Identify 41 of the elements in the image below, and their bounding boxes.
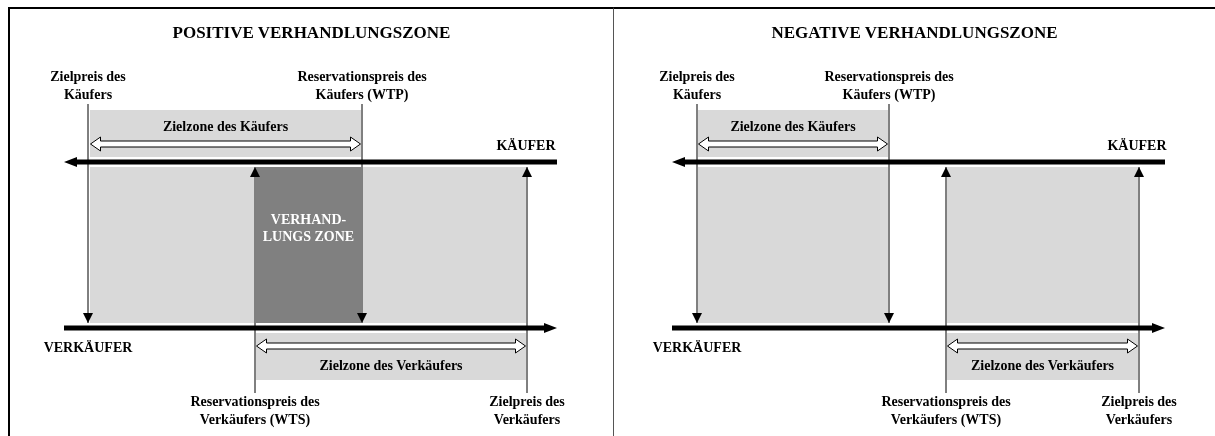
zone-band (90, 110, 361, 157)
shaded-area (363, 167, 526, 323)
price-label: Zielpreis des Verkäufers (1089, 393, 1189, 429)
arrow (884, 103, 894, 324)
arrow (941, 166, 951, 394)
price-label: Reservationspreis des Verkäufers (WTS) (175, 393, 335, 429)
price-label: Reservationspreis des Käufers (WTP) (282, 68, 442, 104)
axis-arrow (64, 323, 557, 333)
arrow (357, 103, 367, 324)
axis-label: KÄUFER (1106, 137, 1168, 155)
axis-label: VERKÄUFER (42, 339, 134, 357)
arrow (83, 103, 93, 324)
axis-arrow (672, 157, 1165, 167)
axis-label: KÄUFER (495, 137, 557, 155)
zone-band (256, 333, 526, 380)
diagram-panel (8, 7, 614, 436)
price-label: Zielpreis des Käufers (38, 68, 138, 104)
shaded-area (90, 167, 254, 323)
zone-label: VERHAND- LUNGS ZONE (261, 211, 356, 245)
axis-arrow (672, 323, 1165, 333)
axis-arrow (64, 157, 557, 167)
price-label: Zielpreis des Verkäufers (477, 393, 577, 429)
shaded-area (947, 167, 1138, 323)
overlap-zone (256, 167, 361, 323)
zone-label: Zielzone des Käufers (729, 118, 857, 135)
panel-title: POSITIVE VERHANDLUNGSZONE (171, 23, 452, 43)
price-label: Reservationspreis des Käufers (WTP) (809, 68, 969, 104)
price-label: Zielpreis des Käufers (647, 68, 747, 104)
price-label: Reservationspreis des Verkäufers (WTS) (866, 393, 1026, 429)
panel-title: NEGATIVE VERHANDLUNGSZONE (770, 23, 1059, 43)
zone-label: Zielzone des Käufers (161, 118, 290, 135)
arrow (522, 166, 532, 394)
zone-band (947, 333, 1138, 380)
shaded-area (698, 167, 888, 323)
arrow (250, 166, 260, 394)
arrow (1134, 166, 1144, 394)
axis-label: VERKÄUFER (651, 339, 743, 357)
zone-band (698, 110, 888, 157)
zone-label: Zielzone des Verkäufers (318, 357, 464, 374)
arrow (692, 103, 702, 324)
zone-label: Zielzone des Verkäufers (969, 357, 1116, 374)
